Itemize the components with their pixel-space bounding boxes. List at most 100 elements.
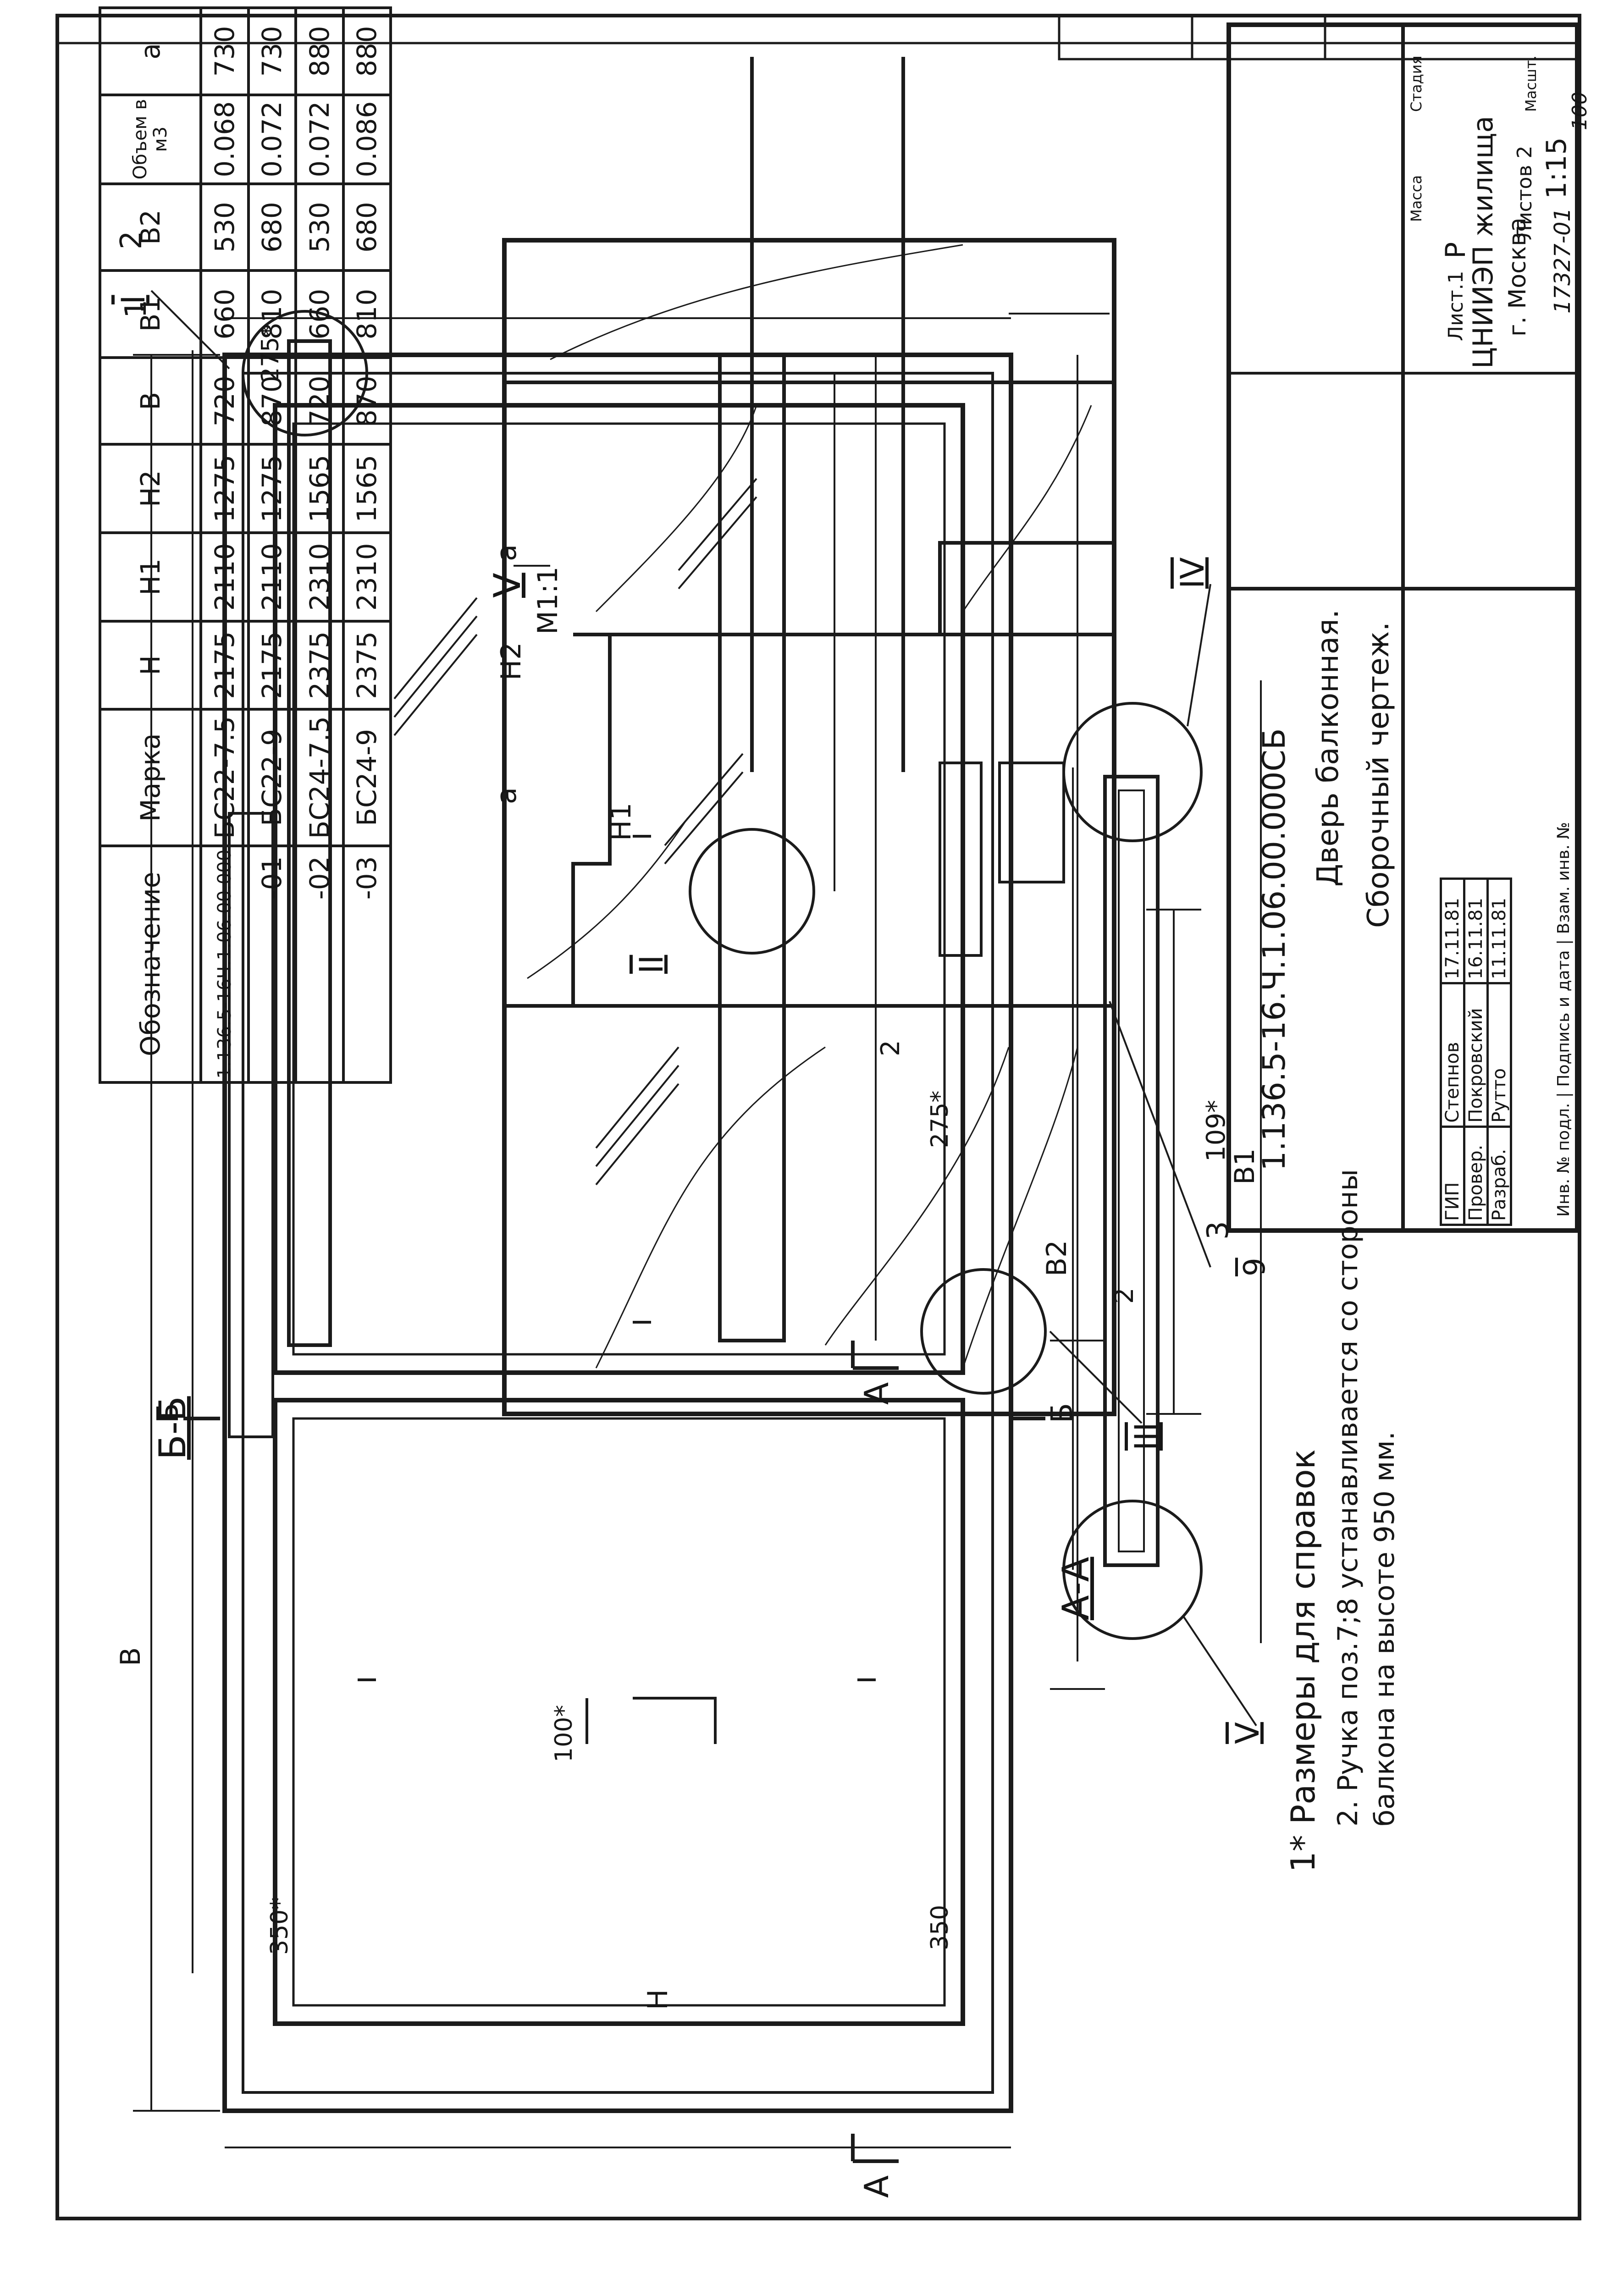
section-aa-core — [1118, 789, 1145, 1552]
archive-number: 17327-01 — [1550, 207, 1575, 314]
spec-header-cell: Объем в м3 — [100, 94, 201, 184]
cut-a-label-right: А — [857, 1382, 896, 1405]
spec-cell: 1565 — [296, 444, 343, 533]
detail-circle-iii — [920, 1268, 1047, 1395]
spec-cell: 660 — [201, 270, 249, 358]
detail-v-scale: М1:1 — [532, 566, 564, 635]
spec-cell: 720 — [296, 357, 343, 445]
dim-b: В — [115, 1647, 147, 1666]
roman-iii-label: III — [1128, 1422, 1166, 1451]
spec-cell: 2175 — [248, 621, 296, 710]
spec-cell: 0.072 — [248, 94, 296, 184]
spec-cell: -03 — [343, 845, 391, 1082]
signature-table: ГИП Степнов 17.11.81 Провер. Покровский … — [1440, 878, 1512, 1226]
spec-cell: 680 — [343, 183, 391, 271]
note-3: балкона на высоте 950 мм. — [1369, 1431, 1401, 1827]
spec-cell: 730 — [201, 8, 249, 95]
leader-iii — [1049, 1330, 1143, 1424]
detail-v-profile — [571, 541, 1114, 1006]
detail-circle-i — [242, 310, 368, 436]
signature-name: Покровский — [1464, 983, 1488, 1127]
stage-label: Стадия — [1408, 55, 1425, 112]
cut-b-label-bottom: Б — [1045, 1403, 1079, 1423]
spec-header-cell: Н — [100, 621, 201, 710]
spec-header-cell: Н2 — [100, 444, 201, 533]
dim-2: 2 — [876, 1040, 906, 1056]
dim-100-star: 100* — [550, 1705, 578, 1762]
handle-symbol-mark — [633, 1697, 717, 1744]
spec-cell: -01 — [248, 845, 296, 1082]
spec-cell: 0.068 — [201, 94, 249, 184]
organization: ЦНИИЭП жилища — [1467, 116, 1499, 369]
cut-markers — [183, 1341, 1045, 2163]
spec-row: -01 БС22-9 2175 2110 1275 870 810 680 0.… — [248, 8, 296, 1082]
scale-value: 1:15 — [1541, 137, 1573, 199]
dim-a-lower: а — [491, 787, 523, 804]
detail-circle-iv — [1062, 702, 1203, 842]
spec-cell: БС22-7.5 — [201, 709, 249, 846]
dim-275-bottom: 275* — [926, 1090, 954, 1148]
door-outer-frame — [222, 353, 1013, 2113]
lower-panel — [273, 1398, 965, 2026]
wood-grain — [527, 244, 1092, 1369]
upper-glazing-inner — [292, 422, 946, 1356]
callout-1: 1 — [119, 299, 153, 318]
spec-cell: 730 — [248, 8, 296, 95]
section-bb-body — [228, 812, 274, 1438]
detail-circle-ii — [689, 828, 815, 955]
spec-header-cell: В — [100, 357, 201, 445]
signature-date: 17.11.81 — [1441, 878, 1464, 983]
spec-cell: БС24-9 — [343, 709, 391, 846]
signature-name: Степнов — [1441, 983, 1464, 1127]
signature-row: ГИП Степнов 17.11.81 — [1441, 878, 1464, 1225]
spec-cell: 2310 — [296, 533, 343, 621]
signature-row: Провер. Покровский 16.11.81 — [1464, 878, 1488, 1225]
spec-header-cell: а — [100, 8, 201, 95]
section-aa-label: А-А — [1055, 1556, 1097, 1620]
dim-350: 350 — [926, 1904, 954, 1950]
cut-b-label-top: Б — [151, 1403, 185, 1423]
spec-cell: 810 — [343, 270, 391, 358]
spec-header-cell: Н1 — [100, 533, 201, 621]
spec-cell: 680 — [248, 183, 296, 271]
cut-a-label-left: А — [857, 2175, 896, 2198]
spec-cell: 720 — [201, 357, 249, 445]
spec-cell: 530 — [296, 183, 343, 271]
drawing-title-1: Дверь балконная. — [1311, 609, 1345, 887]
spec-cell: 530 — [201, 183, 249, 271]
dim-h2: Н2 — [495, 642, 527, 680]
spec-cell: 660 — [296, 270, 343, 358]
spec-cell: 880 — [343, 8, 391, 95]
spec-cell: 2375 — [343, 621, 391, 710]
signature-date: 11.11.81 — [1487, 878, 1511, 983]
dim-b2: В2 — [1041, 1240, 1073, 1276]
detail-v-bolt — [939, 762, 983, 957]
lower-panel-inner — [292, 1417, 946, 2007]
detail-v-label: V — [486, 573, 529, 598]
leader-iv — [1187, 584, 1211, 727]
signature-name: Рутто — [1487, 983, 1511, 1127]
upper-glazing — [273, 403, 965, 1375]
note-2: 2. Ручка поз.7;8 устанавливается со стор… — [1332, 1169, 1364, 1827]
detail-circle-v — [1062, 1500, 1203, 1640]
spec-header-cell: В2 — [100, 183, 201, 271]
dim-2-b: 2 — [1110, 1287, 1139, 1304]
side-stamp-text: Инв. № подл. | Подпись и дата | Взам. ин… — [1554, 822, 1573, 1217]
callout-2: 2 — [115, 231, 149, 249]
glass-hatch — [393, 478, 757, 1186]
leader-3 — [1109, 1001, 1211, 1268]
detail-v-hardware — [998, 762, 1065, 883]
signature-role: Провер. — [1464, 1126, 1488, 1225]
dim-a-upper: а — [491, 544, 523, 561]
roman-ii-label: II — [633, 955, 670, 974]
leader-i — [150, 290, 230, 370]
scale-label: Масшт. — [1522, 55, 1540, 112]
dim-h: Н — [642, 1989, 674, 2010]
signature-row: Разраб. Рутто 11.11.81 — [1487, 878, 1511, 1225]
spec-cell: 0.072 — [296, 94, 343, 184]
detail-v-frame — [502, 238, 1116, 1416]
spec-table: Обозначение Марка Н Н1 Н2 В В1 В2 Объем … — [99, 6, 392, 1084]
